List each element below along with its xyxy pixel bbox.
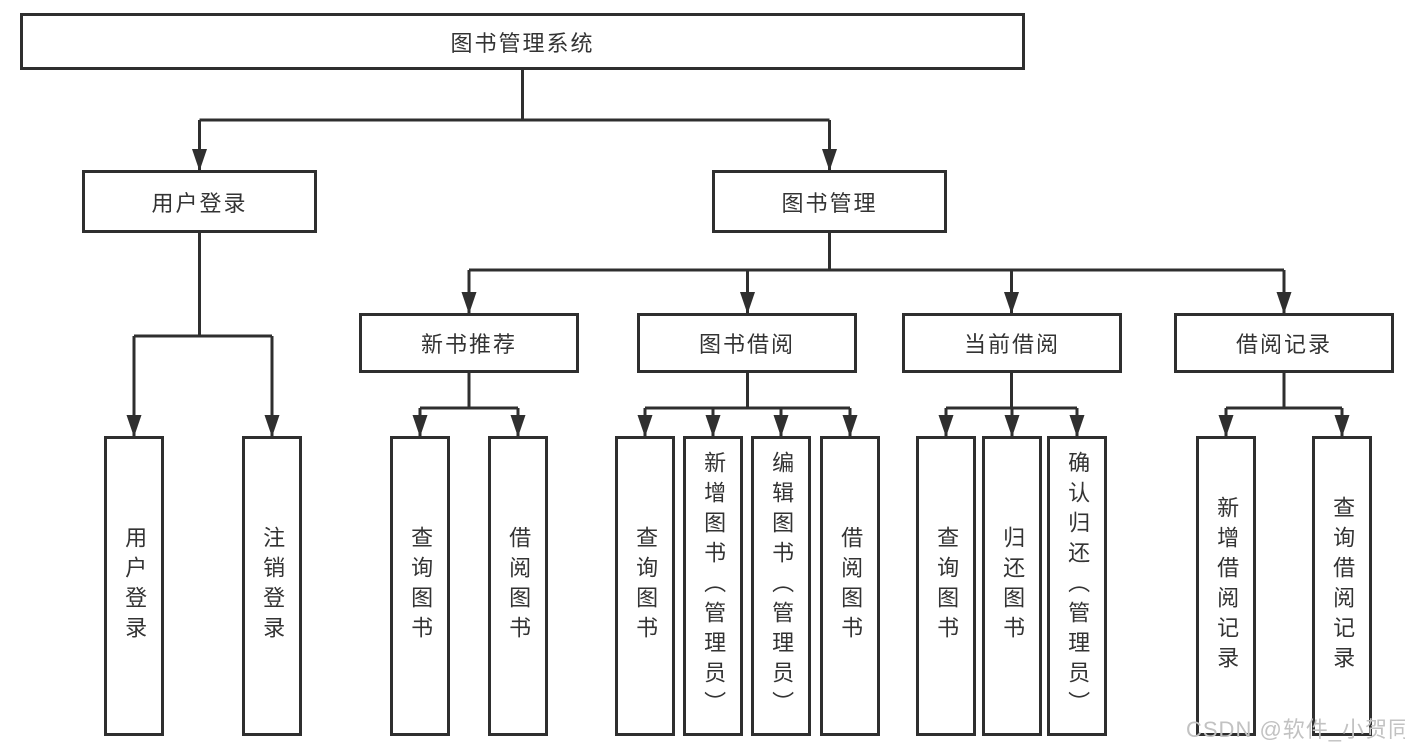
leaf-bb-borrow-books: 借阅图书 — [820, 436, 880, 736]
leaf-bb-add-books-label: 新增图书（管理员） — [701, 451, 727, 721]
leaf-cb-query-books: 查询图书 — [916, 436, 976, 736]
node-borrow-records-label: 借阅记录 — [1235, 332, 1332, 357]
connector-records-branch — [1226, 373, 1342, 410]
leaf-nb-query-books-label: 查询图书 — [408, 526, 434, 646]
leaf-cb-confirm-return-label: 确认归还（管理员） — [1065, 451, 1091, 721]
leaf-cb-query-books-label: 查询图书 — [934, 526, 960, 646]
node-new-book-recommend-label: 新书推荐 — [420, 332, 517, 357]
node-user-login-label: 用户登录 — [151, 190, 248, 216]
node-root: 图书管理系统 — [20, 13, 1025, 70]
node-book-management: 图书管理 — [712, 170, 947, 233]
leaf-bb-edit-books: 编辑图书（管理员） — [751, 436, 811, 736]
connector-root-branch — [199, 70, 830, 122]
connector-login-branch — [134, 233, 272, 338]
node-current-borrow-label: 当前借阅 — [963, 332, 1060, 357]
node-user-login: 用户登录 — [82, 170, 317, 233]
leaf-cb-return-books-label: 归还图书 — [1000, 526, 1026, 646]
connector-newbook-branch — [420, 373, 518, 410]
leaf-bb-add-books: 新增图书（管理员） — [683, 436, 743, 736]
node-root-label: 图书管理系统 — [450, 30, 595, 56]
leaf-cb-confirm-return: 确认归还（管理员） — [1047, 436, 1107, 736]
node-borrow-records: 借阅记录 — [1174, 313, 1394, 373]
connector-currentborrow-branch — [946, 373, 1077, 410]
leaf-br-query-record: 查询借阅记录 — [1312, 436, 1372, 736]
leaf-nb-query-books: 查询图书 — [390, 436, 450, 736]
connector-bookborrow-branch — [645, 373, 850, 410]
leaf-bb-edit-books-label: 编辑图书（管理员） — [769, 451, 795, 721]
leaf-br-add-record: 新增借阅记录 — [1196, 436, 1256, 736]
leaf-user-login: 用户登录 — [104, 436, 164, 736]
leaf-bb-query-books-label: 查询图书 — [633, 526, 659, 646]
leaf-logout: 注销登录 — [242, 436, 302, 736]
node-book-borrow-label: 图书借阅 — [698, 332, 795, 357]
leaf-cb-return-books: 归还图书 — [982, 436, 1042, 736]
leaf-bb-query-books: 查询图书 — [615, 436, 675, 736]
leaf-nb-borrow-books-label: 借阅图书 — [506, 526, 532, 646]
connector-management-branch — [469, 233, 1284, 272]
leaf-logout-label: 注销登录 — [260, 526, 286, 646]
node-book-management-label: 图书管理 — [781, 190, 878, 216]
leaf-br-query-record-label: 查询借阅记录 — [1330, 496, 1356, 676]
leaf-br-add-record-label: 新增借阅记录 — [1214, 496, 1240, 676]
node-new-book-recommend: 新书推荐 — [359, 313, 579, 373]
csdn-watermark: CSDN @软件_小贺同学 — [1186, 717, 1405, 742]
node-book-borrow: 图书借阅 — [637, 313, 857, 373]
node-current-borrow: 当前借阅 — [902, 313, 1122, 373]
leaf-bb-borrow-books-label: 借阅图书 — [838, 526, 864, 646]
leaf-nb-borrow-books: 借阅图书 — [488, 436, 548, 736]
leaf-user-login-label: 用户登录 — [122, 526, 148, 646]
